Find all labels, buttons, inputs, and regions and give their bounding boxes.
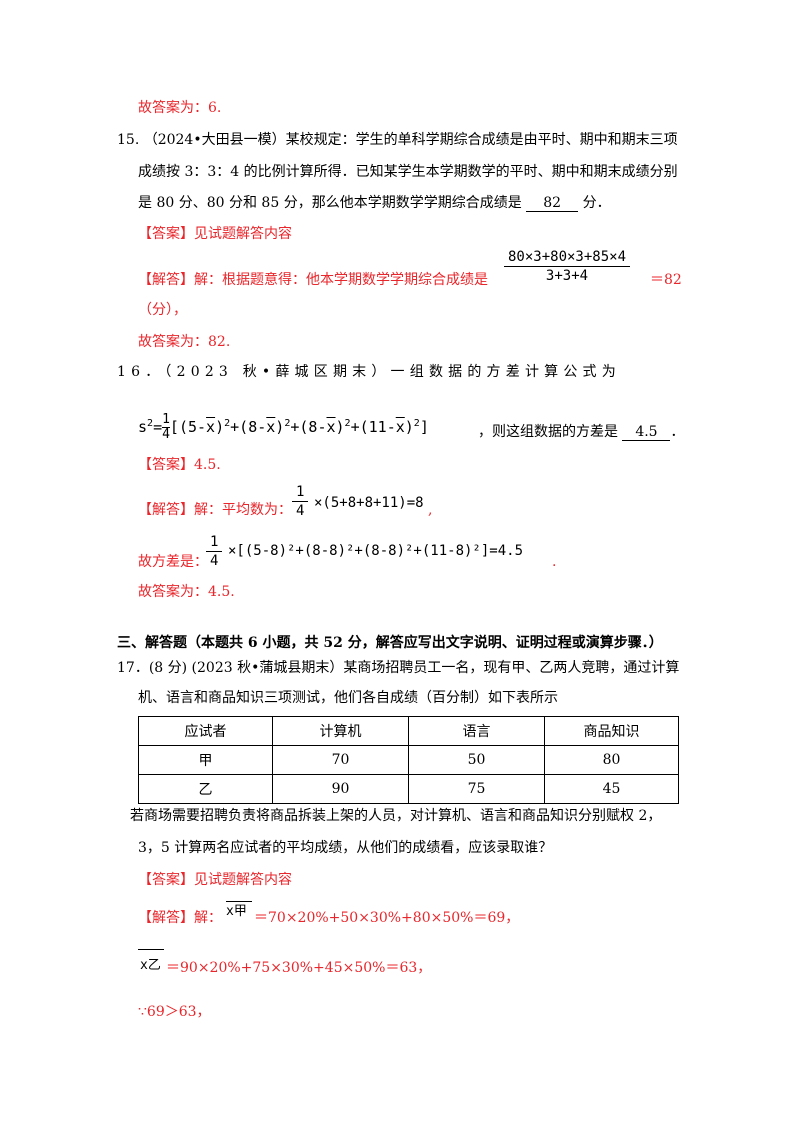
q15-fraction-numerator: 80×3+80×3+85×4 bbox=[504, 248, 631, 267]
q16-formula-term-3-close: ) bbox=[335, 418, 345, 436]
q16-mean-den: 4 bbox=[296, 503, 305, 519]
table-header-cell: 计算机 bbox=[272, 716, 409, 746]
q16-formula-quarter-num: 1 bbox=[162, 412, 170, 428]
table-cell: 乙 bbox=[138, 774, 273, 804]
q17-line-4: 3，5 计算两名应试者的平均成绩，从他们的成绩看，应该录取谁？ bbox=[138, 840, 553, 856]
q17-x-symbol-2: x bbox=[140, 958, 148, 973]
q16-formula-square: 2 bbox=[147, 418, 154, 429]
q16-answer-blank: 4.5 bbox=[622, 424, 671, 441]
q16-formula-term-3-open: +(8- bbox=[290, 418, 327, 436]
q15-line-2: 成绩按 3：3：4 的比例计算所得．已知某学生本学期数学的平时、期中和期末成绩分… bbox=[138, 164, 678, 180]
q16-line-1: 16．（2023 秋•薛城区期末）一组数据的方差计算公式为 bbox=[117, 364, 621, 380]
q15-question-text: 是 80 分、80 分和 85 分，那么他本学期数学学期综合成绩是 bbox=[138, 195, 522, 211]
q16-formula-square-4: 2 bbox=[413, 418, 420, 429]
q17-xbar-yi: x乙 bbox=[140, 956, 161, 976]
table-row: 乙 90 75 45 bbox=[138, 774, 679, 804]
q16-formula-term-1-close: ) bbox=[215, 418, 225, 436]
q15-answer-label: 【答案】见试题解答内容 bbox=[138, 226, 292, 242]
q16-formula-xbar-3: x bbox=[326, 418, 336, 436]
q16-variance-num: 1 bbox=[206, 533, 223, 552]
q16-question-tail: ，则这组数据的方差是 4.5． bbox=[478, 422, 684, 442]
table-header-cell: 应试者 bbox=[138, 716, 273, 746]
q17-line-3: 若商场需要招聘负责将商品拆装上架的人员，对计算机、语言和商品知识分别赋权 2， bbox=[130, 808, 662, 824]
q15-line-1: 15. （2024•大田县一模）某校规定：学生的单科学期综合成绩是由平时、期中和… bbox=[117, 132, 678, 148]
q16-variance-expression: ×[(5-8)²+(8-8)²+(8-8)²+(11-8)²]=4.5 bbox=[228, 543, 524, 559]
q16-solution-line: 【解答】解：平均数为： bbox=[138, 502, 292, 518]
q16-mean-expression: ×(5+8+8+11)=8 bbox=[314, 495, 424, 511]
q16-variance-den: 4 bbox=[210, 553, 219, 569]
q16-formula-xbar-1: x bbox=[206, 418, 216, 436]
q16-formula-square-2: 2 bbox=[284, 418, 291, 429]
table-header-cell: 语言 bbox=[408, 716, 545, 746]
q17-solution-label: 【解答】解： bbox=[138, 910, 222, 926]
table-header-cell: 商品知识 bbox=[544, 716, 679, 746]
section-3-heading: 三、解答题（本题共 6 小题，共 52 分，解答应写出文字说明、证明过程或演算步… bbox=[117, 635, 663, 651]
q15-solution-line: 【解答】解：根据题意得：他本学期数学学期综合成绩是 bbox=[138, 272, 488, 288]
table-cell: 80 bbox=[544, 745, 679, 775]
q16-formula-term-2-close: ) bbox=[275, 418, 285, 436]
table-cell: 45 bbox=[544, 774, 679, 804]
q17-jia-average: ＝70×20%+50×30%+80×50%＝69， bbox=[254, 910, 520, 926]
q16-formula-term-4-open: +(11- bbox=[350, 418, 396, 436]
table-cell: 90 bbox=[272, 774, 409, 804]
q17-answer-label: 【答案】见试题解答内容 bbox=[138, 872, 292, 888]
q16-formula-square-3: 2 bbox=[344, 418, 351, 429]
q15-fraction-denominator: 3+3+4 bbox=[545, 268, 589, 284]
q16-formula-xbar-4: x bbox=[395, 418, 405, 436]
table-cell: 50 bbox=[408, 745, 545, 775]
q17-xbar-yi-overline bbox=[138, 949, 164, 950]
q16-mean-comma: , bbox=[428, 502, 433, 518]
q16-variance-fraction: 1 4 bbox=[206, 533, 223, 570]
q17-yi-average: ＝90×20%+75×30%+45×50%＝63， bbox=[166, 960, 432, 976]
table-cell: 70 bbox=[272, 745, 409, 775]
q16-final-answer: 故答案为：4.5. bbox=[138, 584, 235, 600]
q16-formula-xbar-2: x bbox=[266, 418, 276, 436]
q16-formula-square-1: 2 bbox=[224, 418, 231, 429]
q16-answer-label: 【答案】4.5. bbox=[138, 457, 221, 473]
q16-variance-period: . bbox=[552, 554, 557, 570]
q16-formula-quarter-den: 4 bbox=[162, 427, 170, 442]
q17-xbar-jia-overline bbox=[226, 901, 252, 902]
table-header-row: 应试者 计算机 语言 商品知识 bbox=[138, 716, 679, 746]
q16-question-text: ，则这组数据的方差是 bbox=[478, 424, 618, 440]
q16-variance-label: 故方差是： bbox=[138, 554, 208, 570]
q15-answer-blank: 82 bbox=[526, 195, 579, 212]
q15-final-answer: 故答案为：82. bbox=[138, 334, 231, 350]
q17-comparison: ∵69＞63， bbox=[138, 1004, 211, 1020]
q15-line-3: 是 80 分、80 分和 85 分，那么他本学期数学学期综合成绩是 82 分． bbox=[138, 193, 611, 213]
q15-fraction: 80×3+80×3+85×4 3+3+4 bbox=[504, 248, 631, 285]
q15-unit: 分． bbox=[582, 195, 611, 211]
q17-yi-subscript: 乙 bbox=[147, 958, 161, 973]
q16-formula-term-2-open: +(8- bbox=[230, 418, 267, 436]
q16-formula-equals: = bbox=[153, 418, 163, 436]
q16-formula-bracket-end: ] bbox=[419, 418, 429, 436]
q15-result: ＝82 bbox=[650, 272, 682, 288]
q17-line-1: 17．(8 分) (2023 秋•蒲城县期末）某商场招聘员工一名，现有甲、乙两人… bbox=[117, 660, 680, 676]
q16-mean-num: 1 bbox=[292, 483, 309, 502]
table-cell: 甲 bbox=[138, 745, 273, 775]
q16-formula-term-1-open: [(5- bbox=[169, 418, 207, 436]
prev-answer-line: 故答案为：6. bbox=[138, 100, 222, 116]
q16-mean-fraction: 1 4 bbox=[292, 483, 309, 520]
table-row: 甲 70 50 80 bbox=[138, 745, 679, 775]
q17-x-symbol: x bbox=[226, 904, 234, 919]
table-cell: 75 bbox=[408, 774, 545, 804]
score-table: 应试者 计算机 语言 商品知识 甲 70 50 80 乙 90 75 45 bbox=[138, 716, 679, 804]
q17-line-2: 机、语言和商品知识三项测试，他们各自成绩（百分制）如下表所示 bbox=[138, 690, 558, 706]
q17-jia-subscript: 甲 bbox=[233, 904, 247, 919]
q16-formula-s: s bbox=[138, 418, 148, 436]
q17-xbar-jia: x甲 bbox=[226, 902, 247, 922]
q16-period: ． bbox=[670, 424, 685, 440]
q16-formula-term-4-close: ) bbox=[404, 418, 414, 436]
q15-unit-line: （分）， bbox=[138, 302, 187, 318]
